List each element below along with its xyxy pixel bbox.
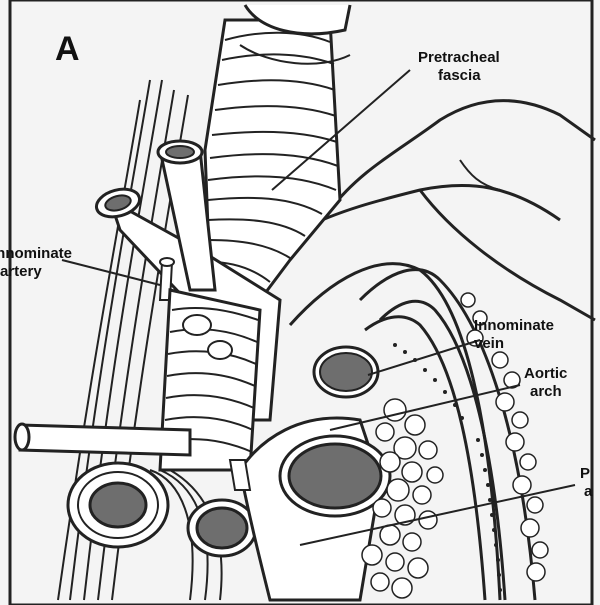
label-pretracheal-fascia-2: fascia [438,67,481,84]
panel-letter: A [55,30,80,68]
label-pretracheal-fascia-1: Pretracheal [418,49,500,66]
label-aortic-arch-2: arch [530,383,562,400]
label-innominate-vein-1: Innominate [474,317,554,334]
left-bronchus-cross-section [68,463,168,547]
label-pulmonary-2: a [584,483,593,500]
label-innominate-artery-1: Innominate [0,245,72,262]
label-pulmonary-1: P [580,465,590,482]
label-innominate-artery-2: artery [0,263,42,280]
innominate-vein-vessel [314,347,378,397]
label-aortic-arch-1: Aortic [524,365,567,382]
horizontal-vessel [20,425,190,455]
right-bronchus-cross-section [188,500,256,556]
label-innominate-vein-2: vein [474,335,504,352]
